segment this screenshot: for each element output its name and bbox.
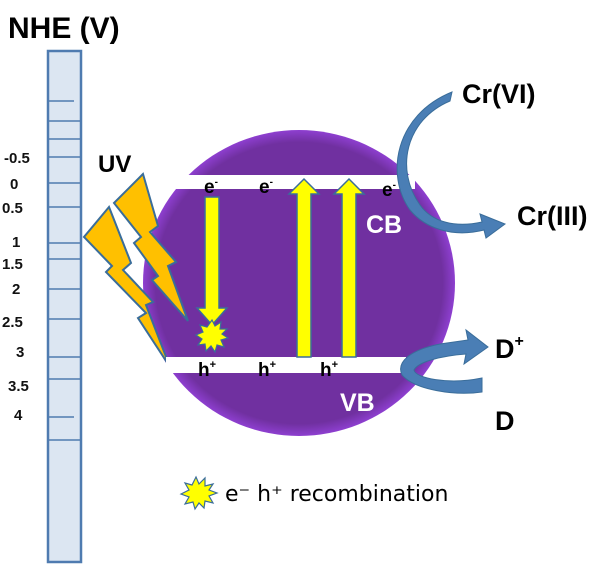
uv-light: UV bbox=[82, 151, 189, 368]
hole-label: h+ bbox=[258, 359, 276, 381]
tick-label: 3 bbox=[16, 344, 24, 361]
hole-label: h+ bbox=[320, 359, 338, 381]
tick-label: 2 bbox=[12, 281, 20, 298]
reduction-reaction: Cr(VI) Cr(III) bbox=[396, 79, 588, 239]
tick-label: 0.5 bbox=[2, 200, 23, 217]
tick-label: -0.5 bbox=[4, 150, 30, 167]
tick-label: 1 bbox=[12, 234, 20, 251]
curved-arrow-icon bbox=[400, 328, 489, 394]
lightning-bolt-icon bbox=[82, 205, 171, 368]
nhe-axis-title: NHE (V) bbox=[8, 12, 120, 45]
d-plus-label: D+ bbox=[495, 333, 524, 364]
tick-label: 1.5 bbox=[2, 256, 23, 273]
valence-band bbox=[166, 357, 406, 373]
electron-label: e- bbox=[382, 180, 396, 201]
tick-label: 3.5 bbox=[8, 378, 29, 395]
cb-label: CB bbox=[366, 211, 402, 239]
legend-text: e⁻ h⁺ recombination bbox=[225, 482, 448, 507]
down-arrow-icon bbox=[195, 196, 229, 327]
cb-electrons: e- e- e- bbox=[204, 177, 396, 201]
curved-arrow-icon bbox=[396, 91, 507, 239]
oxidation-reaction: D+ D bbox=[400, 328, 524, 436]
nhe-scale bbox=[46, 49, 83, 564]
starburst-icon bbox=[179, 475, 219, 511]
tick-label: 0 bbox=[10, 176, 18, 193]
scale-tick-labels: -0.5 0 0.5 1 1.5 2 2.5 3 3.5 4 bbox=[2, 150, 30, 424]
recombination-starburst-icon bbox=[194, 318, 230, 354]
d-label: D bbox=[495, 406, 515, 436]
electron-label: e- bbox=[204, 177, 218, 198]
legend: e⁻ h⁺ recombination bbox=[179, 475, 448, 511]
cr-iii-label: Cr(III) bbox=[517, 201, 588, 231]
up-arrow-icon bbox=[332, 177, 366, 358]
lightning-bolt-icon bbox=[112, 172, 189, 322]
tick-label: 4 bbox=[14, 407, 23, 424]
tick-label: 2.5 bbox=[2, 314, 23, 331]
cr-vi-label: Cr(VI) bbox=[462, 79, 536, 109]
electron-label: e- bbox=[259, 177, 273, 198]
vb-label: VB bbox=[340, 389, 375, 417]
scale-bar bbox=[46, 49, 83, 564]
hole-label: h+ bbox=[198, 359, 216, 381]
up-arrow-icon bbox=[287, 177, 321, 358]
vb-holes: h+ h+ h+ bbox=[198, 359, 338, 381]
electron-transitions bbox=[195, 177, 366, 358]
uv-label: UV bbox=[98, 151, 131, 178]
